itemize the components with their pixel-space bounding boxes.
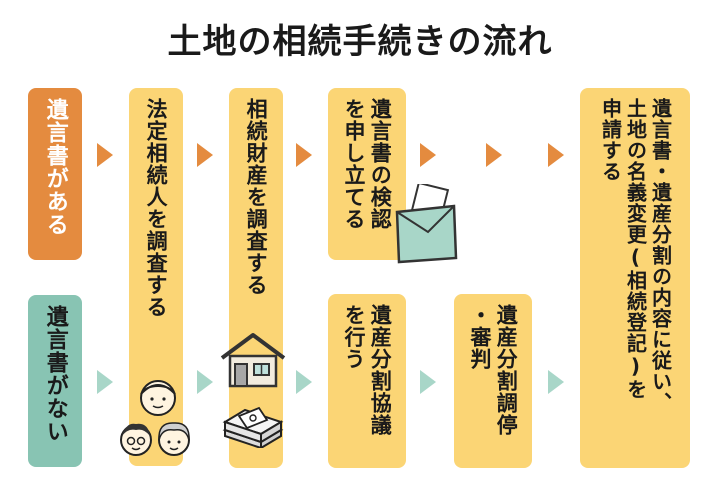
step-division-talk: 遺産分割協議 を行う [328, 294, 406, 468]
row-label-with-will: 遺言書がある [28, 88, 82, 260]
step-heir-survey-text: 法定相続人を調査する [144, 98, 169, 318]
arrow-top-5 [486, 143, 502, 167]
arrow-bottom-4 [420, 370, 436, 394]
arrow-bottom-3 [296, 370, 312, 394]
people-icon [120, 380, 190, 456]
arrow-bottom-5 [548, 370, 564, 394]
step-asset-survey-text: 相続財産を調査する [244, 98, 269, 296]
arrow-top-4 [420, 143, 436, 167]
arrow-top-6 [548, 143, 564, 167]
arrow-top-3 [296, 143, 312, 167]
step-will-inspection-text: 遺言書の検認 を申し立てる [342, 98, 393, 230]
step-division-talk-text: 遺産分割協議 を行う [342, 304, 393, 436]
row-label-without-will: 遺言書がない [28, 295, 82, 467]
step-final-text: 遺言書・遺産分割の内容に従い、 土地の名義変更(相続登記)を 申請する [598, 98, 673, 413]
row-label-with-will-text: 遺言書がある [42, 98, 68, 236]
house-icon [220, 333, 286, 388]
row-label-without-will-text: 遺言書がない [42, 305, 68, 443]
arrow-top-1 [97, 143, 113, 167]
step-asset-survey: 相続財産を調査する [229, 88, 283, 468]
arrow-bottom-1 [97, 370, 113, 394]
arrow-bottom-2 [197, 370, 213, 394]
step-mediation-text: 遺産分割調停 ・審判 [468, 304, 519, 436]
money-bundle-icon [222, 406, 284, 448]
arrow-top-2 [197, 143, 213, 167]
step-mediation: 遺産分割調停 ・審判 [454, 294, 532, 468]
step-will-inspection: 遺言書の検認 を申し立てる [328, 88, 406, 260]
envelope-icon [395, 184, 458, 264]
step-final: 遺言書・遺産分割の内容に従い、 土地の名義変更(相続登記)を 申請する [580, 88, 690, 468]
page-title: 土地の相続手続きの流れ [167, 22, 553, 62]
